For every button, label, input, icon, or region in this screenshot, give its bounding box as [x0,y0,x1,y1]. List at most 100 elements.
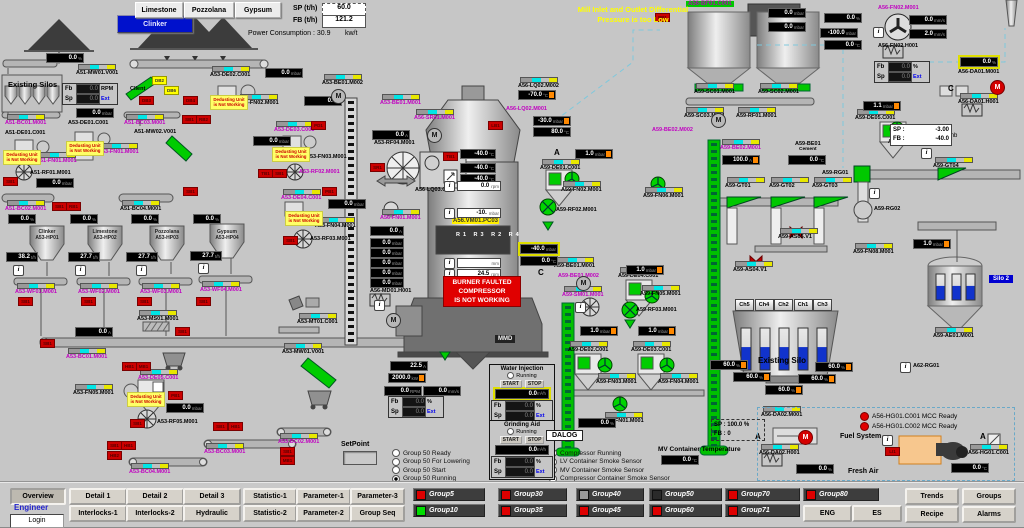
group-button-group35[interactable]: Group35 [498,504,567,517]
equipment-label: A59-BE01.M002 [558,273,599,279]
running-radio[interactable]: Running [491,428,553,435]
interlock-tag: SB1 [272,169,287,178]
interlock-tag: SB1 [81,297,96,306]
group-button-group60[interactable]: Group60 [649,504,722,517]
ext-mode[interactable]: Ext [101,96,110,102]
group-button-group70[interactable]: Group70 [725,488,800,501]
nav-recipe[interactable]: Recipe [905,506,959,523]
equipment-label: A53-FN05.M001 [73,390,114,396]
equipment-label: A51-MW01.V001 [76,70,119,76]
nav-statistic-2[interactable]: Statistic-2 [243,505,297,522]
group50-status-radio[interactable]: Group 50 Start [392,466,446,475]
display-value: 0.0 [143,216,152,222]
value-display: 0.0% [193,214,221,224]
display-unit: % [823,376,828,382]
info-button[interactable]: i [75,265,86,276]
group-button-group10[interactable]: Group10 [413,504,485,517]
equipment-status-bar [206,443,244,449]
nav-groups[interactable]: Groups [962,488,1016,505]
gypsum-button[interactable]: Gypsum [235,2,281,18]
info-button[interactable]: i [136,265,147,276]
stop-button[interactable]: STOP [524,380,545,388]
lang-es[interactable]: ES [852,505,902,522]
info-button[interactable]: i [444,258,455,269]
equipment-label: A51-BC04.M001 [120,206,162,212]
dedusting-alarm: Dedusting Unit is Not Working [272,147,310,162]
info-button[interactable]: i [900,362,911,373]
sp-value[interactable]: 0.0 [505,467,535,477]
group-button-group45[interactable]: Group45 [576,504,644,517]
group-button-group40[interactable]: Group40 [576,488,644,501]
group-button-group30[interactable]: Group30 [498,488,567,501]
nav-hydraulic[interactable]: Hydraulic [183,505,241,522]
display-unit: °C [981,465,987,471]
info-button[interactable]: i [198,263,209,274]
interlock-tag: RB1 [66,202,81,211]
limestone-button[interactable]: Limestone [135,2,183,18]
display-value: 0.0 [344,201,353,207]
info-button[interactable]: i [921,148,932,159]
value-display: 0.0°C [824,40,862,50]
start-button[interactable]: START [499,380,522,388]
group50-status-radio[interactable]: Group 50 Ready [392,449,451,457]
dalog-button[interactable]: DALOG [546,430,584,441]
info-button[interactable]: i [873,27,884,38]
login-button[interactable]: Login [10,514,64,528]
equipment-label: A51-BC03.M001 [124,120,166,126]
display-value: -40.0 [474,176,488,182]
sp-value[interactable]: 0.0 [888,72,912,82]
nav-overview[interactable]: Overview [10,488,66,505]
equipment-label: A59-FN03.M001 [596,379,637,385]
group50-status-radio[interactable]: Group 50 For Lowering [392,457,470,466]
nav-parameter-3[interactable]: Parameter-3 [350,488,405,505]
pozzolana-button[interactable]: Pozzolana [184,2,234,18]
info-button[interactable]: i [444,208,455,219]
info-button[interactable]: i [13,265,24,276]
sp-label: Sp [65,96,73,102]
info-button[interactable]: i [444,181,455,192]
sp-value[interactable]: 0.0 [402,407,426,417]
ext-mode[interactable]: Ext [536,413,545,419]
nav-detail-1[interactable]: Detail 1 [69,488,127,505]
sp-value[interactable]: 0.0 [76,94,100,104]
stop-button[interactable]: STOP [524,436,545,444]
silo-channel-ch1: Ch1 [793,299,813,311]
setpoint-input[interactable] [343,451,377,465]
display-value: 24.5 [477,271,490,277]
group-label: Group45 [592,507,621,514]
nav-detail-3[interactable]: Detail 3 [183,488,241,505]
nav-parameter-2[interactable]: Parameter-2 [296,505,351,522]
display-unit: mbar [882,103,893,109]
nav-trends[interactable]: Trends [905,488,959,505]
info-button[interactable]: i [374,300,385,311]
info-button[interactable]: i [575,302,586,313]
nav-detail-2[interactable]: Detail 2 [126,488,184,505]
group-button-group71[interactable]: Group71 [725,504,800,517]
sensor-status-radio: MV Container Smoke Sensor [549,466,644,475]
nav-alarms[interactable]: Alarms [962,506,1016,523]
group-button-group50[interactable]: Group50 [649,488,722,501]
equipment-label: A53-RF03.M001 [310,236,351,242]
running-radio[interactable]: Running [491,372,553,379]
nav-group-seq[interactable]: Group Seq [350,505,405,522]
nav-interlocks-1[interactable]: Interlocks-1 [69,505,127,522]
lang-eng[interactable]: ENG [803,505,852,522]
nav-parameter-1[interactable]: Parameter-1 [296,488,351,505]
display-unit: % [758,374,763,380]
group-button-group5[interactable]: Group5 [413,488,485,501]
group-button-group80[interactable]: Group80 [803,488,879,501]
ext-mode[interactable]: Ext [536,469,545,475]
nav-interlocks-2[interactable]: Interlocks-2 [126,505,184,522]
feed-hoppers [29,223,245,261]
start-button[interactable]: START [499,436,522,444]
ext-mode[interactable]: Ext [427,409,436,415]
display-value: 1.0 [923,241,932,247]
info-button[interactable]: i [869,188,880,199]
equipment-label: A56-HG01.C001 [968,450,1009,456]
ext-mode[interactable]: Ext [913,74,922,80]
nav-statistic-1[interactable]: Statistic-1 [243,488,297,505]
info-button[interactable]: i [882,435,893,446]
